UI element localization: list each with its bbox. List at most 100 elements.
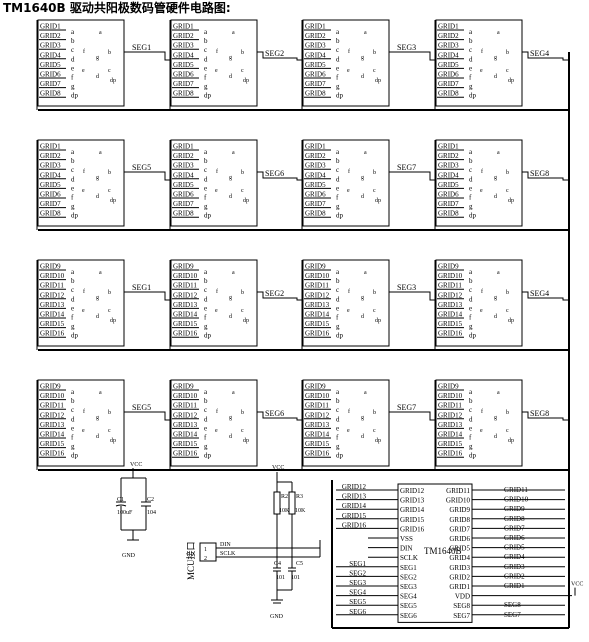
digit-seg-e: e (480, 188, 483, 194)
seg-wire (522, 411, 569, 421)
segment-pin-letter: d (469, 295, 473, 303)
segment-pin-letter: f (71, 74, 74, 82)
grid-pin-label: GRID6 (305, 71, 326, 79)
segment-pin-letter: d (336, 295, 340, 303)
segment-pin-letter: g (71, 443, 75, 451)
digit-seg-d: d (96, 314, 99, 320)
segment-pin-letter: d (469, 175, 473, 183)
ic-left-net-label: SEG5 (349, 598, 366, 606)
digit-seg-e: e (82, 308, 85, 314)
digit-seg-c: c (108, 428, 111, 434)
grid-pin-label: GRID1 (173, 143, 194, 151)
segment-pin-letter: dp (71, 452, 79, 460)
grid-pin-label: GRID5 (40, 181, 61, 189)
segment-pin-letter: g (71, 83, 75, 91)
digit-seg-f: f (481, 408, 483, 415)
grid-pin-label: GRID4 (438, 51, 459, 59)
segment-pin-letter: dp (469, 212, 477, 220)
grid-pin-label: GRID15 (438, 440, 463, 448)
digit-seg-a: a (364, 150, 367, 156)
segment-pin-letter: f (204, 314, 207, 322)
digit-seg-d: d (361, 74, 364, 80)
r2-value: 10K (279, 508, 290, 514)
segment-pin-letter: g (469, 323, 473, 331)
display-module: GRID9GRID10GRID11GRID12GRID13GRID14GRID1… (170, 379, 464, 467)
grid-pin-label: GRID5 (40, 61, 61, 69)
ic-right-pin-label: GRID2 (449, 573, 470, 581)
segment-pin-letter: f (336, 74, 339, 82)
grid-pin-label: GRID7 (305, 200, 326, 208)
grid-pin-label: GRID8 (173, 90, 194, 98)
display-module: GRID9GRID10GRID11GRID12GRID13GRID14GRID1… (435, 259, 523, 347)
segment-pin-letter: a (204, 28, 208, 36)
segment-pin-letter: g (204, 83, 208, 91)
module-body (170, 379, 258, 467)
segment-pin-letter: e (336, 184, 339, 192)
segment-pin-letter: e (336, 424, 339, 432)
segment-pin-letter: a (469, 28, 473, 36)
seg-wire (257, 51, 303, 61)
grid-pin-label: GRID7 (40, 200, 61, 208)
digit-seg-a: a (99, 150, 102, 156)
ic-right-pin-label: GRID4 (449, 554, 470, 562)
digit-seg-c: c (506, 188, 509, 194)
digit-seg-a: a (232, 150, 235, 156)
segment-pin-letter: c (469, 46, 472, 54)
digit-seg-f: f (348, 408, 350, 415)
ic-left-pin-label: SEG1 (400, 564, 417, 572)
digit-seg-e: e (347, 308, 350, 314)
grid-pin-label: GRID6 (173, 71, 194, 79)
segment-pin-letter: e (71, 184, 74, 192)
seg-net-label: SEG4 (530, 289, 549, 298)
ic-body (397, 483, 473, 623)
ic-left-net-label: GRID13 (342, 493, 367, 501)
digit-seg-e: e (215, 188, 218, 194)
ic-right-pin-label: GRID1 (449, 583, 470, 591)
digit-seg-g: g (361, 415, 364, 421)
grid-pin-label: GRID10 (173, 392, 198, 400)
grid-pin-label: GRID7 (173, 80, 194, 88)
segment-pin-letter: b (71, 37, 75, 45)
grid-pin-label: GRID11 (305, 282, 329, 290)
grid-pin-label: GRID13 (173, 301, 198, 309)
ic-left-pin-label: VSS (400, 535, 413, 543)
segment-pin-letter: g (469, 443, 473, 451)
grid-pin-label: GRID8 (438, 210, 459, 218)
module-body (170, 19, 258, 107)
segment-pin-letter: c (469, 406, 472, 414)
grid-pin-label: GRID12 (438, 291, 463, 299)
grid-pin-label: GRID10 (305, 392, 330, 400)
grid-pin-label: GRID6 (438, 71, 459, 79)
digit-seg-dp: dp (375, 78, 381, 84)
segment-pin-letter: f (71, 434, 74, 442)
digit-seg-dp: dp (508, 318, 514, 324)
digit-seg-c: c (108, 308, 111, 314)
digit-seg-e: e (347, 68, 350, 74)
c4-label: C4 (274, 561, 281, 567)
segment-pin-letter: a (469, 148, 473, 156)
ic-left-pin-label: SEG3 (400, 583, 417, 591)
segment-pin-letter: c (71, 286, 74, 294)
segment-pin-letter: f (204, 74, 207, 82)
bus-lines: SEG1SEG2SEG3SEG4SEG5SEG6SEG7SEG8SEG1SEG2… (36, 20, 570, 628)
grid-pin-label: GRID10 (438, 392, 463, 400)
grid-pin-label: GRID16 (305, 330, 330, 338)
digit-seg-c: c (108, 68, 111, 74)
seg-net-label: SEG7 (397, 403, 416, 412)
segment-pin-letter: g (204, 203, 208, 211)
ic-left-pin-label: SEG6 (400, 612, 417, 620)
grid-pin-label: GRID1 (173, 23, 194, 31)
grid-pin-label: GRID7 (438, 200, 459, 208)
diagram-title: TM1640B 驱动共阳极数码管硬件电路图: (3, 0, 231, 15)
segment-pin-letter: f (204, 434, 207, 442)
ic-right-pin-label: SEG7 (453, 612, 470, 620)
grid-pin-label: GRID13 (438, 301, 463, 309)
digit-seg-d: d (229, 314, 232, 320)
seg-net-label: SEG1 (132, 43, 151, 52)
segment-pin-letter: a (336, 148, 340, 156)
seg-wire (257, 291, 303, 301)
module-body (37, 139, 125, 227)
digit-seg-a: a (364, 30, 367, 36)
grid-pin-label: GRID16 (173, 450, 198, 458)
r2-label: R2 (281, 494, 288, 500)
